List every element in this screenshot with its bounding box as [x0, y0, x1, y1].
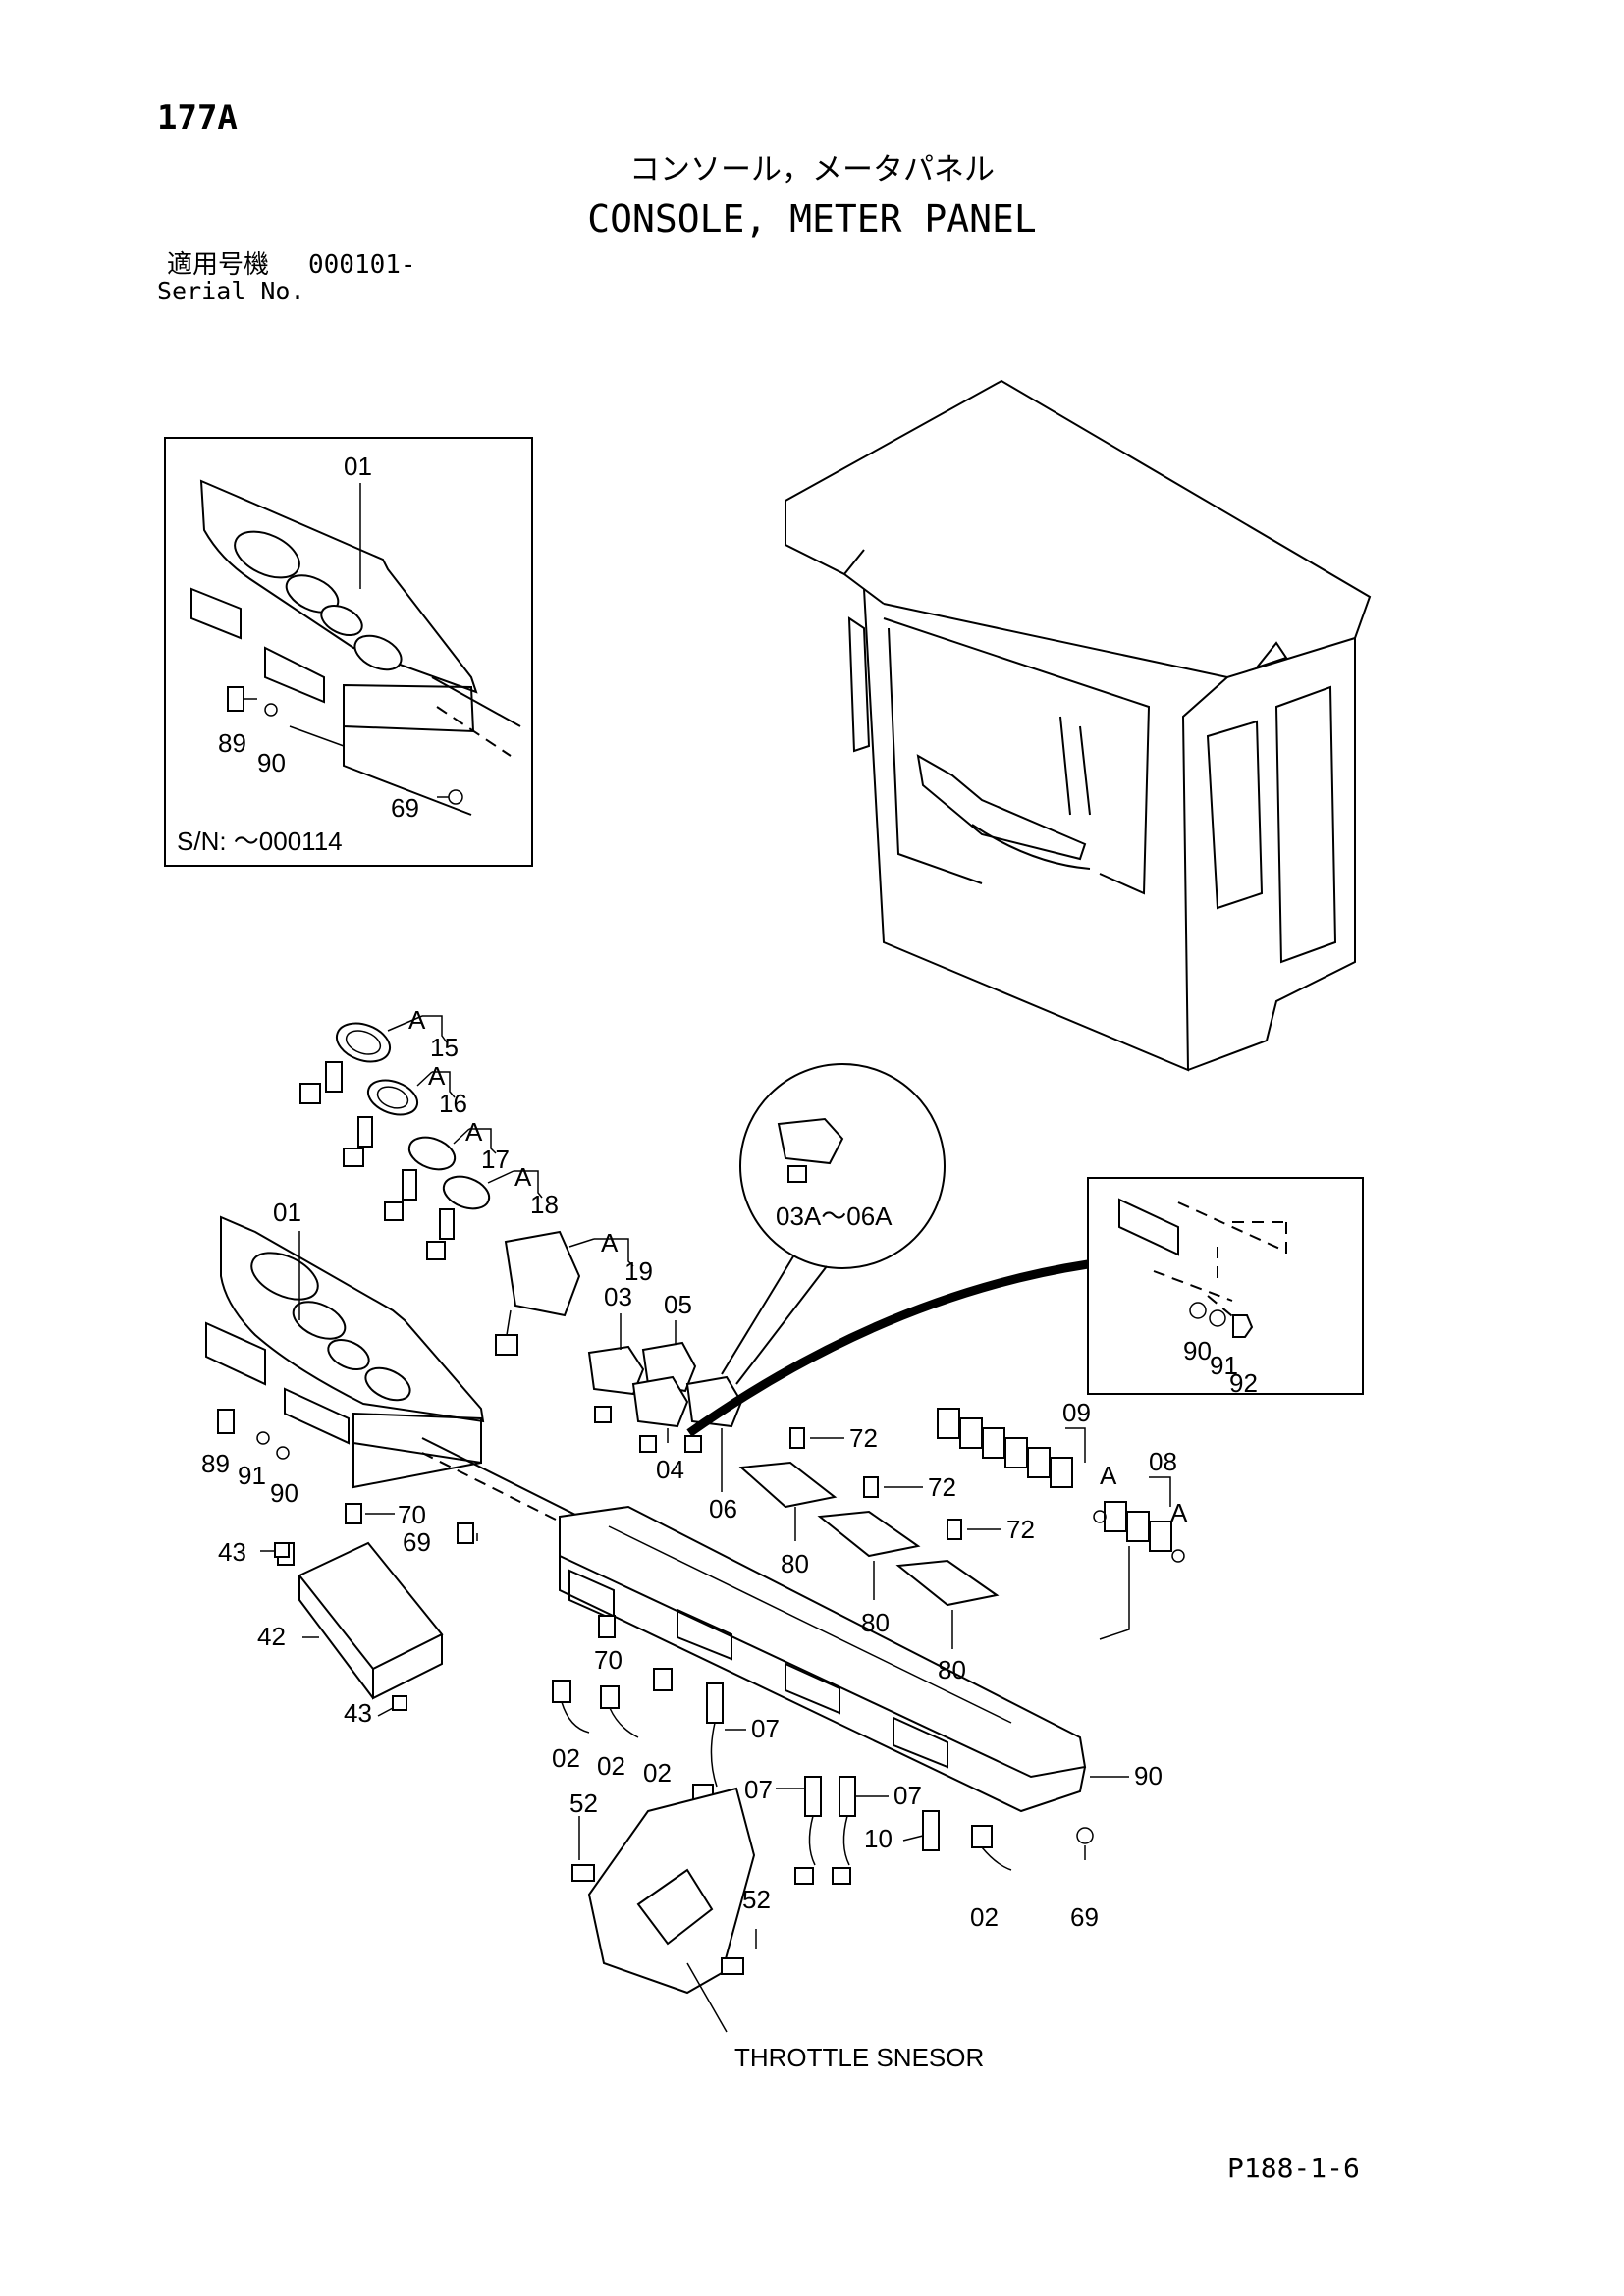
- page-reference: P188-1-6: [1227, 2152, 1360, 2184]
- cab-overview: [785, 379, 1372, 1072]
- switch-bank-09-08: 09 A 08 A: [937, 1398, 1188, 1640]
- callout-80-a: 80: [781, 1549, 809, 1578]
- inset-right-detail: 90 91 92: [686, 1177, 1364, 1437]
- page-number: 177A: [157, 98, 238, 137]
- marker-a-08: A: [1170, 1498, 1188, 1527]
- callout-72-a: 72: [849, 1423, 878, 1453]
- callout-42: 42: [257, 1622, 286, 1651]
- serial-label-english: Serial No.: [157, 277, 305, 305]
- throttle-sensor: 52 52 THROTTLE SNESOR: [569, 1787, 984, 2072]
- plates-80: 72 72 72 80 80 80: [738, 1423, 1035, 1684]
- marker-a-16: A: [428, 1061, 446, 1091]
- marker-a-17: A: [465, 1117, 483, 1147]
- callout-43-bottom: 43: [344, 1698, 372, 1728]
- callout-43-top: 43: [218, 1537, 246, 1567]
- callout-19: 19: [624, 1256, 653, 1286]
- callout-17: 17: [481, 1145, 510, 1174]
- callout-18: 18: [530, 1190, 559, 1219]
- callout-07-a: 02: [552, 1743, 580, 1773]
- callout-05: 05: [664, 1290, 692, 1319]
- detail-circle-03a-06a: 03A～06A: [721, 1063, 946, 1385]
- callout-10-a: 07: [751, 1714, 780, 1743]
- inset-detail-old-console: 01 89 90 69 S/N: ～000114: [164, 437, 533, 867]
- callout-09: 09: [1062, 1398, 1091, 1427]
- detail-callout-03a-06a: 03A～06A: [776, 1201, 893, 1231]
- callout-80-c: 80: [938, 1655, 966, 1684]
- callout-69-right: 69: [1070, 1902, 1099, 1932]
- callout-10-b: 07: [744, 1775, 773, 1804]
- callout-15: 15: [430, 1033, 459, 1062]
- callout-07-d: 02: [970, 1902, 999, 1932]
- callout-72-c: 72: [1006, 1515, 1035, 1544]
- inset-callout-01: 01: [344, 452, 372, 481]
- switch-group: 03 05 04 06: [587, 1282, 743, 1523]
- callout-52-b: 52: [742, 1885, 771, 1914]
- control-box-42: 43 42 43: [218, 1537, 444, 1728]
- callout-72-b: 72: [928, 1472, 956, 1502]
- inset-right-callout-92: 92: [1229, 1368, 1258, 1398]
- callout-89: 89: [201, 1449, 230, 1478]
- callout-04: 04: [656, 1455, 684, 1484]
- inset-serial-range: S/N: ～000114: [177, 827, 343, 856]
- callout-07-b: 02: [597, 1751, 625, 1781]
- throttle-sensor-label: THROTTLE SNESOR: [734, 2043, 984, 2072]
- callout-10-c: 07: [893, 1781, 922, 1810]
- page-title-english: CONSOLE, METER PANEL: [587, 197, 1037, 240]
- callout-03: 03: [604, 1282, 632, 1311]
- callout-08: 08: [1149, 1447, 1177, 1476]
- inset-callout-69: 69: [391, 793, 419, 823]
- callout-06: 06: [709, 1494, 737, 1523]
- console-panel: 01: [205, 1198, 1061, 1758]
- fasteners-left: 89 91 90 70 69 70: [201, 1409, 623, 1675]
- inset-callout-90: 90: [257, 748, 286, 777]
- inset-callout-89: 89: [218, 728, 246, 758]
- marker-a-15: A: [408, 1005, 426, 1035]
- callout-90: 90: [270, 1478, 298, 1508]
- gauge-group: A 15 A 16 A 17 A 18 A 19: [299, 1005, 653, 1356]
- callout-80-b: 80: [861, 1608, 890, 1637]
- callout-91: 91: [238, 1461, 266, 1490]
- serial-number: 000101-: [308, 250, 416, 280]
- marker-a-19: A: [601, 1228, 619, 1257]
- callout-11: 10: [864, 1824, 893, 1853]
- callout-02: 90: [1134, 1761, 1163, 1790]
- callout-01: 01: [273, 1198, 301, 1227]
- callout-52-a: 52: [569, 1789, 598, 1818]
- marker-a-09: A: [1100, 1461, 1117, 1490]
- callout-69: 69: [403, 1527, 431, 1557]
- marker-a-18: A: [514, 1162, 532, 1192]
- serial-label-japanese: 適用号機: [167, 250, 270, 280]
- inset-right-callout-90: 90: [1183, 1336, 1212, 1365]
- callout-16: 16: [439, 1089, 467, 1118]
- bracket-02: 90: [559, 1505, 1163, 1813]
- page-title-japanese: コンソール，メータパネル: [629, 152, 995, 187]
- sensors-group: 02 02 02 07 07 07 10 02 69: [552, 1668, 1099, 1932]
- callout-07-c: 02: [643, 1758, 672, 1788]
- callout-70: 70: [398, 1500, 426, 1529]
- inset-right-callout-91: 91: [1210, 1351, 1238, 1380]
- callout-70-lower: 70: [594, 1645, 623, 1675]
